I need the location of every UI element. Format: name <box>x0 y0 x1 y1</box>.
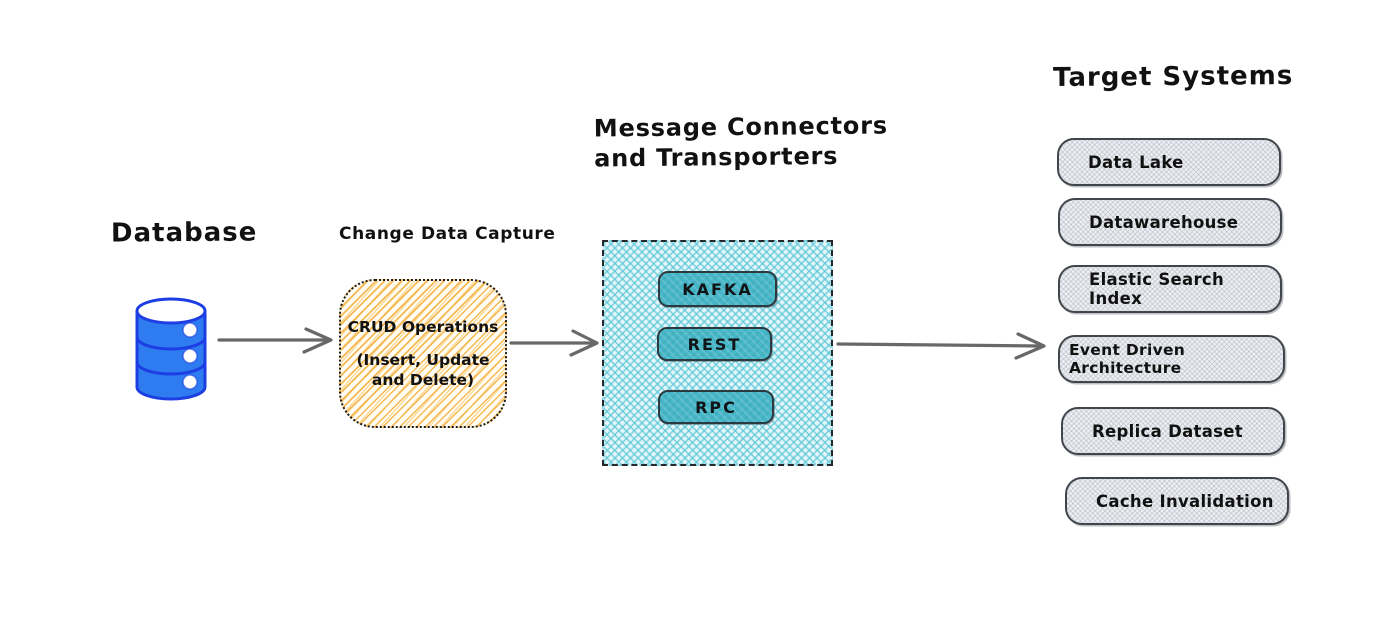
target-box-event-driven: Event Driven Architecture <box>1058 335 1285 383</box>
connectors-title-line1: Message Connectors <box>593 111 888 143</box>
target-box-elastic-search: Elastic Search Index <box>1058 265 1282 313</box>
connector-rest: REST <box>657 327 772 361</box>
cdc-label: Change Data Capture <box>339 224 556 244</box>
connector-kafka: KAFKA <box>658 271 777 307</box>
arrow-cdc-to-connectors <box>509 329 599 357</box>
target-box-datawarehouse: Datawarehouse <box>1058 198 1282 246</box>
arrow-connectors-to-targets <box>836 332 1046 360</box>
cdc-box-line2: (Insert, Update <box>356 350 490 369</box>
target-box-replica-dataset: Replica Dataset <box>1061 407 1285 455</box>
connectors-box: KAFKA REST RPC <box>602 240 833 466</box>
database-label: Database <box>110 217 258 249</box>
connector-rpc: RPC <box>658 390 774 424</box>
cdc-box-line1: CRUD Operations <box>347 317 499 336</box>
targets-title: Target Systems <box>1052 60 1294 94</box>
arrow-database-to-cdc <box>217 327 333 354</box>
target-box-data-lake: Data Lake <box>1057 138 1281 186</box>
target-box-cache-invalidation: Cache Invalidation <box>1065 477 1289 525</box>
connectors-title: Message Connectors and Transporters <box>594 110 889 173</box>
database-icon <box>135 297 207 401</box>
cdc-box: CRUD Operations (Insert, Update and Dele… <box>339 279 507 428</box>
cdc-box-line3: and Delete) <box>371 371 475 390</box>
connectors-title-line2: and Transporters <box>594 141 839 173</box>
